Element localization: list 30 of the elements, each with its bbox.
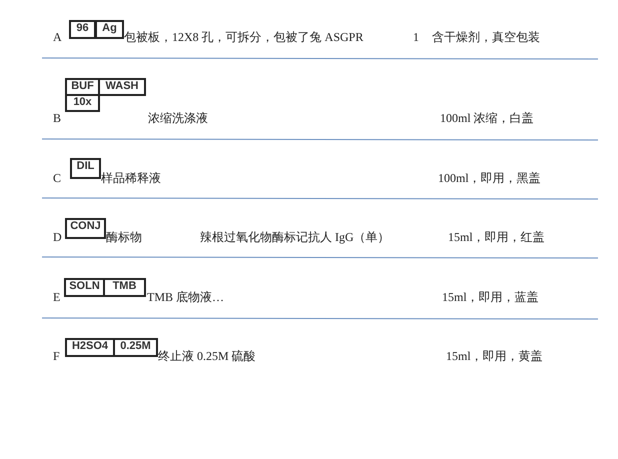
- row-letter: A: [53, 30, 62, 44]
- table-text: 浓缩洗涤液: [148, 111, 208, 125]
- table-text: 酶标物: [106, 230, 142, 244]
- symbol-label: H2SO4: [65, 338, 115, 357]
- table-text: 样品稀释液: [101, 171, 161, 185]
- table-text: 100ml，即用，黑盖: [438, 171, 541, 185]
- symbol-label: SOLN: [64, 278, 105, 297]
- table-text: TMB 底物液…: [147, 290, 224, 304]
- symbol-label: 96: [69, 20, 96, 39]
- row-letter: F: [53, 349, 60, 363]
- symbol-label: TMB: [103, 278, 146, 297]
- table-text: 辣根过氧化物酶标记抗人 IgG（单）: [200, 230, 390, 244]
- symbol-label: Ag: [95, 20, 124, 39]
- table-text: 100ml 浓缩，白盖: [440, 111, 534, 125]
- table-text: 终止液 0.25M 硫酸: [158, 349, 256, 363]
- row-letter: E: [53, 290, 60, 304]
- symbol-label: 0.25M: [113, 338, 158, 357]
- symbol-label: CONJ: [65, 218, 106, 239]
- table-text: 15ml，即用，蓝盖: [442, 290, 539, 304]
- row-letter: C: [53, 171, 62, 185]
- table-text: 15ml，即用，黄盖: [446, 349, 543, 363]
- row-letter: D: [53, 230, 62, 244]
- symbol-label: WASH: [98, 78, 146, 96]
- table-text: 含干燥剂，真空包装: [432, 30, 540, 44]
- table-text: 1: [413, 30, 419, 44]
- table-text: 包被板，12X8 孔，可拆分，包被了兔 ASGPR: [124, 30, 364, 44]
- table-text: 15ml，即用，红盖: [448, 230, 545, 244]
- symbol-label: DIL: [70, 158, 101, 179]
- row-letter: B: [53, 111, 62, 125]
- symbol-label: 10x: [65, 94, 100, 112]
